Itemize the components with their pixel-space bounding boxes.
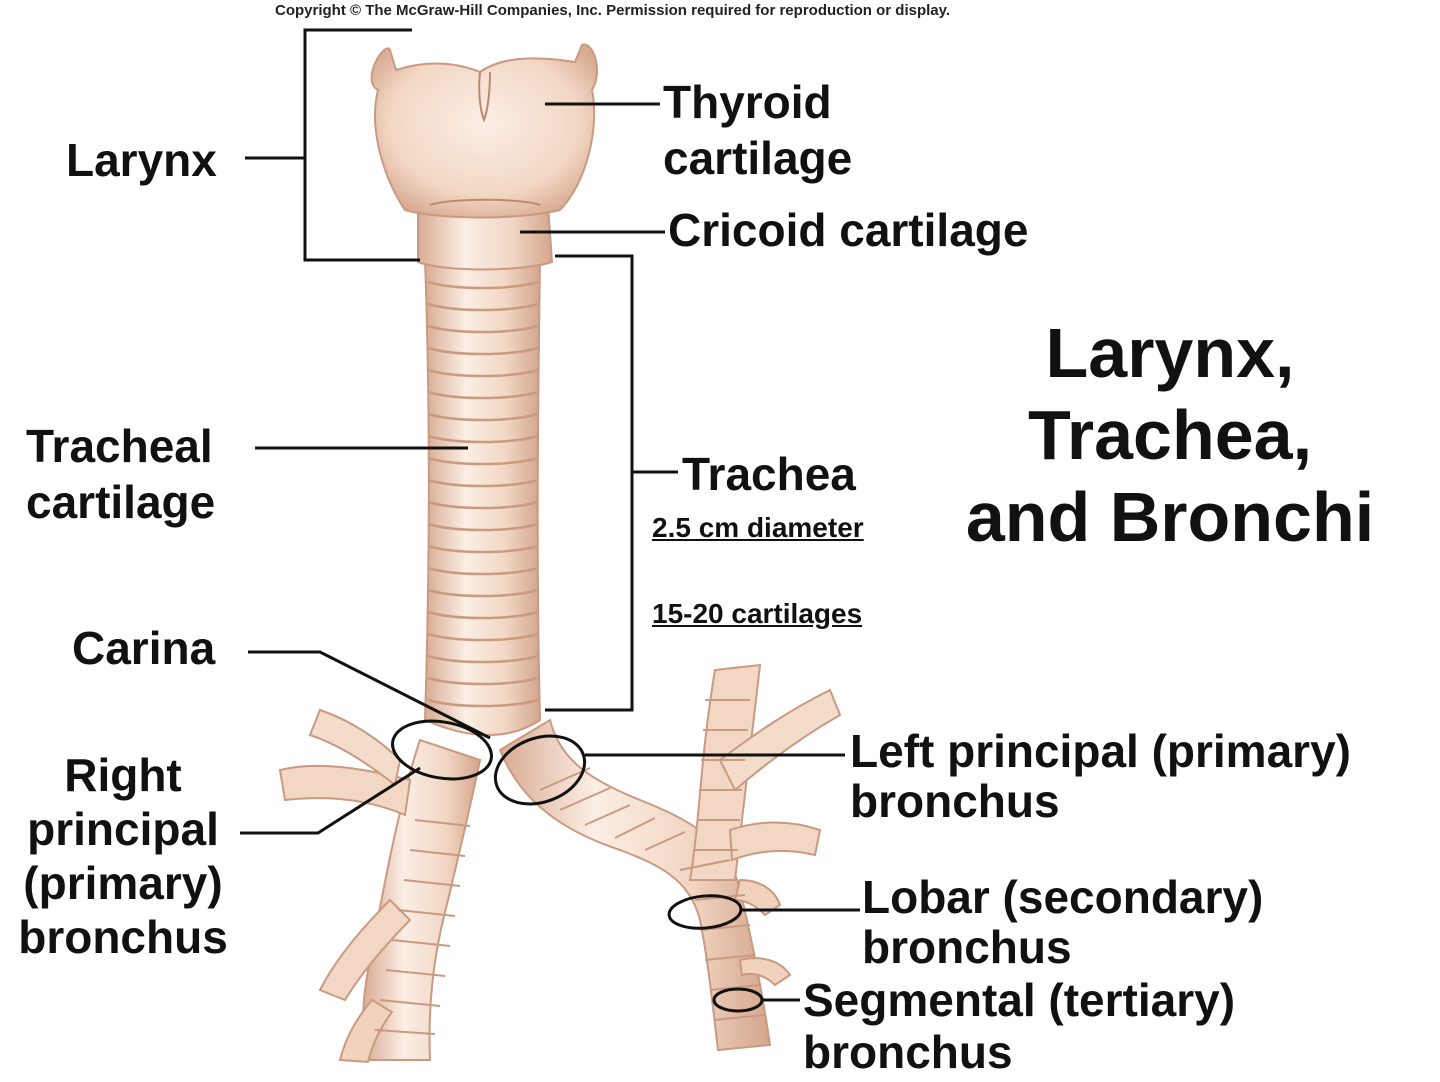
- carina-leader: [248, 650, 491, 740]
- label-segmental-line-1: Segmental (tertiary): [803, 974, 1236, 1026]
- label-lobar-bronchus: Lobar (secondary) bronchus: [862, 872, 1263, 972]
- right-principal-leader: [240, 766, 421, 835]
- trachea-illustration: [423, 259, 542, 736]
- tracheal-ring: [427, 478, 539, 488]
- label-trachea: Trachea: [682, 446, 856, 502]
- tracheal-ring: [427, 434, 539, 444]
- label-right-principal-line-1: Right: [64, 749, 182, 801]
- copyright-notice: Copyright © The McGraw-Hill Companies, I…: [275, 2, 951, 19]
- tracheal-ring: [427, 412, 539, 422]
- label-tracheal-line-2: cartilage: [26, 476, 216, 528]
- label-cricoid-line: Cricoid cartilage: [668, 204, 1029, 256]
- label-tracheal-cartilage: Tracheal cartilage: [26, 418, 215, 530]
- label-lobar-line-2: bronchus: [862, 921, 1072, 973]
- label-carina: Carina: [72, 620, 215, 676]
- right-bronchus-circle: [391, 719, 493, 781]
- title-line-3: and Bronchi: [965, 478, 1375, 556]
- tracheal-ring: [427, 302, 539, 312]
- tracheal-ring: [427, 544, 539, 554]
- label-right-principal-bronchus: Right principal (primary) bronchus: [6, 748, 240, 964]
- tracheal-ring: [427, 566, 539, 576]
- left-bronchus-circle: [493, 734, 587, 806]
- label-carina-line: Carina: [72, 622, 216, 674]
- thyroid-illustration: [370, 43, 598, 219]
- leader-lines: [240, 28, 860, 1013]
- label-diameter: 2.5 cm diameter: [652, 512, 864, 543]
- label-lobar-line-1: Lobar (secondary): [862, 871, 1264, 923]
- label-cartilage-count: 15-20 cartilages: [652, 598, 863, 629]
- tracheal-ring: [427, 390, 539, 400]
- diagram-title: Larynx, Trachea, and Bronchi: [935, 312, 1405, 558]
- title-line-2: Trachea,: [1027, 396, 1313, 474]
- label-left-principal-bronchus: Left principal (primary) bronchus: [850, 726, 1351, 826]
- tracheal-ring: [427, 456, 539, 466]
- tracheal-ring: [427, 500, 539, 510]
- label-larynx-line: Larynx: [66, 134, 217, 186]
- label-thyroid-line-1: Thyroid: [663, 76, 832, 128]
- tracheal-ring: [427, 654, 539, 664]
- label-tracheal-line-1: Tracheal: [26, 420, 213, 472]
- label-thyroid-line-2: cartilage: [663, 132, 853, 184]
- label-right-principal-line-4: bronchus: [18, 911, 228, 963]
- tracheal-ring: [427, 676, 539, 686]
- label-left-principal-line-1: Left principal (primary): [850, 725, 1351, 777]
- label-thyroid-cartilage: Thyroid cartilage: [663, 74, 852, 186]
- tracheal-ring: [427, 522, 539, 532]
- tracheal-ring: [427, 632, 539, 642]
- label-segmental-line-2: bronchus: [803, 1026, 1013, 1078]
- label-segmental-bronchus: Segmental (tertiary) bronchus: [803, 974, 1235, 1078]
- tracheal-ring: [427, 368, 539, 378]
- label-trachea-line: Trachea: [682, 448, 856, 500]
- tracheal-ring: [427, 280, 539, 290]
- tracheal-ring: [427, 346, 539, 356]
- title-line-1: Larynx,: [1045, 314, 1295, 392]
- tracheal-ring: [427, 698, 539, 708]
- tracheal-ring: [427, 588, 539, 598]
- label-cricoid-cartilage: Cricoid cartilage: [668, 202, 1028, 258]
- label-right-principal-line-2: principal: [27, 803, 219, 855]
- trachea-bracket: [545, 254, 634, 712]
- right-bronchial-tree: [278, 708, 482, 1064]
- larynx-bracket: [303, 28, 420, 262]
- label-larynx: Larynx: [66, 132, 217, 188]
- label-left-principal-line-2: bronchus: [850, 775, 1060, 827]
- tracheal-ring: [427, 610, 539, 620]
- tracheal-ring: [427, 324, 539, 334]
- label-right-principal-line-3: (primary): [23, 857, 223, 909]
- left-bronchial-tree: [498, 663, 842, 1052]
